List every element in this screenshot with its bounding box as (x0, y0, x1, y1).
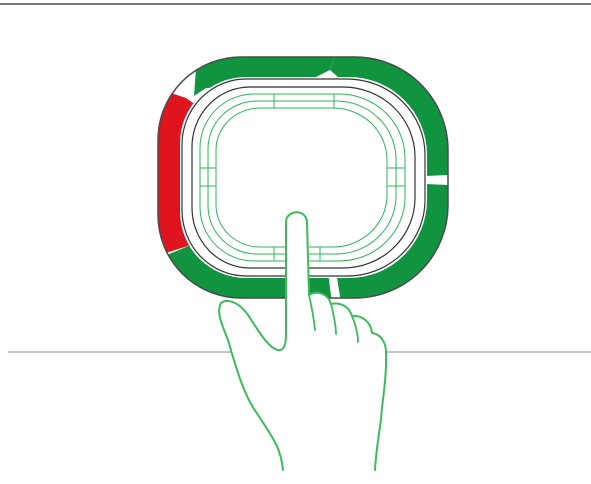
ring-segment-bottom-right (336, 184, 470, 320)
ring-segment-right (330, 40, 470, 176)
status-ring (150, 40, 470, 320)
pointing-hand-icon (219, 212, 386, 470)
